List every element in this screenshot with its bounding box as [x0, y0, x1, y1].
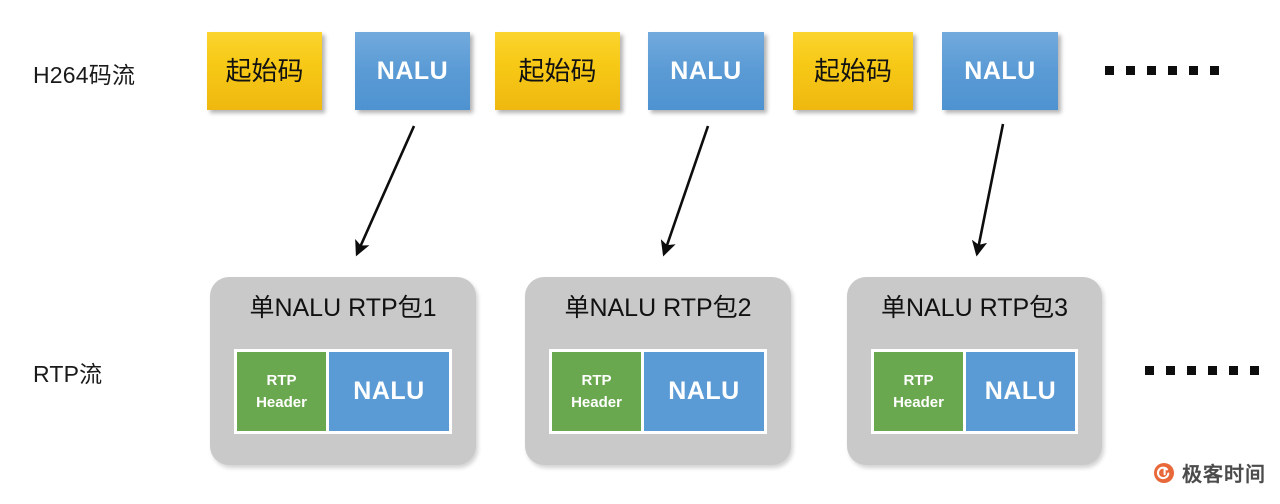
h264-startcode-box-1: 起始码 — [207, 32, 322, 110]
rtp-header-cell: RTP Header — [237, 352, 329, 431]
ellipsis-dot — [1210, 66, 1219, 75]
h264-nalu-box-6: NALU — [942, 32, 1058, 110]
rtp-stream-ellipsis — [1145, 366, 1259, 375]
ellipsis-dot — [1145, 366, 1154, 375]
ellipsis-dot — [1166, 366, 1175, 375]
h264-stream-row-label: H264码流 — [33, 62, 136, 88]
h264-startcode-box-3: 起始码 — [495, 32, 620, 110]
ellipsis-dot — [1105, 66, 1114, 75]
rtp-payload-nalu-cell: NALU — [644, 352, 764, 431]
h264-stream-ellipsis — [1105, 66, 1219, 75]
nalu-to-rtp-arrow-2 — [660, 125, 710, 257]
ellipsis-dot — [1229, 366, 1238, 375]
rtp-header-label-line2: Header — [256, 393, 307, 411]
rtp-packet-title: 单NALU RTP包1 — [249, 294, 437, 322]
ellipsis-dot — [1147, 66, 1156, 75]
nalu-to-rtp-arrow-1 — [355, 125, 416, 257]
ellipsis-dot — [1168, 66, 1177, 75]
rtp-header-label-line2: Header — [893, 393, 944, 411]
rtp-header-label-line1: RTP — [903, 371, 934, 389]
rtp-packet-body: RTP Header NALU — [234, 349, 452, 434]
nalu-to-rtp-arrow-3 — [971, 123, 1005, 257]
rtp-payload-nalu-cell: NALU — [329, 352, 449, 431]
ellipsis-dot — [1250, 366, 1259, 375]
rtp-header-label-line1: RTP — [581, 371, 612, 389]
ellipsis-dot — [1208, 366, 1217, 375]
watermark-text: 极客时间 — [1182, 462, 1266, 486]
geektime-watermark: 极客时间 — [1152, 462, 1266, 486]
rtp-payload-nalu-cell: NALU — [966, 352, 1075, 431]
rtp-header-cell: RTP Header — [552, 352, 644, 431]
rtp-packet-body: RTP Header NALU — [549, 349, 767, 434]
rtp-packet-title: 单NALU RTP包3 — [880, 294, 1069, 322]
rtp-packet-title: 单NALU RTP包2 — [564, 294, 752, 322]
geektime-logo-icon — [1154, 463, 1174, 483]
rtp-header-cell: RTP Header — [874, 352, 966, 431]
rtp-header-label-line2: Header — [571, 393, 622, 411]
rtp-stream-row-label: RTP流 — [33, 361, 103, 387]
h264-nalu-box-4: NALU — [648, 32, 764, 110]
h264-startcode-box-5: 起始码 — [793, 32, 913, 110]
h264-nalu-box-2: NALU — [355, 32, 470, 110]
rtp-packet-body: RTP Header NALU — [871, 349, 1078, 434]
ellipsis-dot — [1189, 66, 1198, 75]
ellipsis-dot — [1126, 66, 1135, 75]
rtp-header-label-line1: RTP — [266, 371, 297, 389]
ellipsis-dot — [1187, 366, 1196, 375]
